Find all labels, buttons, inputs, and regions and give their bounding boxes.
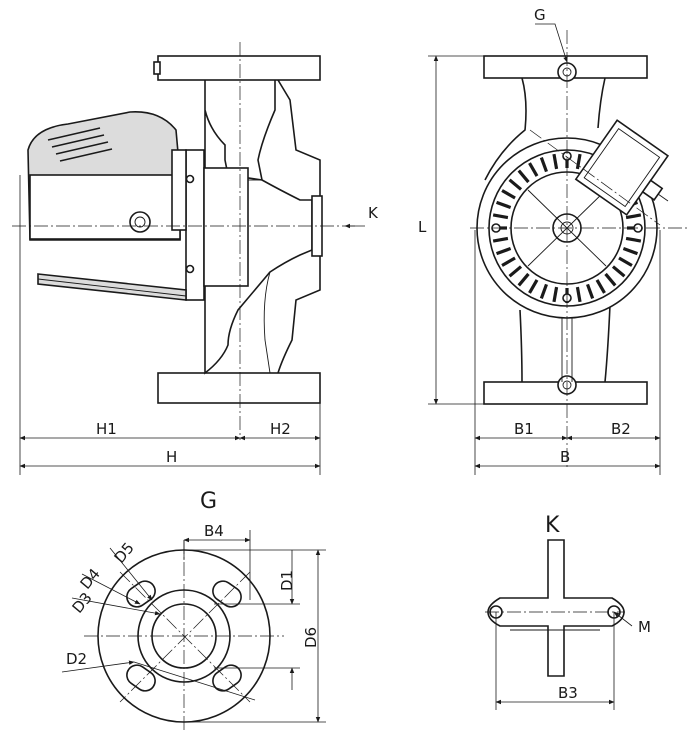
side-vent-slots — [47, 127, 113, 162]
side-motor-can — [203, 167, 249, 287]
label-g-top: G — [534, 6, 546, 24]
side-pump-body-upper-right — [257, 80, 276, 181]
cooling-fin — [528, 279, 539, 294]
front-upper-neck-left — [484, 77, 527, 181]
label-m: M — [638, 618, 651, 636]
side-terminal-box-base — [29, 174, 181, 240]
cross-flange-shape — [487, 539, 625, 677]
cooling-fin — [552, 153, 559, 170]
label-d1: D1 — [278, 570, 296, 591]
side-adapter-plate — [185, 149, 205, 301]
side-view: K H1 H2 H — [12, 42, 379, 475]
side-pump-body-right — [277, 79, 321, 374]
label-d2: D2 — [66, 650, 87, 668]
label-d5: D5 — [111, 539, 138, 567]
side-box-flange — [171, 149, 187, 231]
label-b4: B4 — [204, 522, 224, 540]
cooling-fin — [575, 286, 582, 303]
dim-d2 — [61, 660, 135, 673]
label-d6: D6 — [302, 627, 320, 648]
cooling-fin — [618, 256, 633, 267]
label-b2: B2 — [611, 420, 631, 438]
dim-d3 — [71, 597, 161, 616]
side-pump-body-left — [204, 80, 313, 375]
cooling-fin — [586, 283, 595, 300]
dim-d4 — [81, 573, 141, 605]
cooling-fin — [495, 200, 512, 209]
front-terminal-box — [574, 119, 670, 216]
label-g-flange: G — [200, 489, 217, 514]
cooling-fin — [501, 256, 516, 267]
cooling-fin — [492, 236, 509, 243]
cross-view: K M B3 — [485, 513, 651, 710]
cooling-fin — [604, 272, 617, 287]
cooling-fin — [625, 236, 642, 243]
cooling-fin — [517, 272, 530, 287]
dim-d5 — [109, 547, 153, 601]
side-screw-2 — [185, 264, 195, 274]
cooling-fin — [492, 213, 509, 220]
cooling-fin — [622, 247, 639, 256]
cooling-fin — [539, 283, 548, 300]
side-cable-gland — [129, 211, 151, 233]
cooling-fin — [625, 213, 642, 220]
label-b1: B1 — [514, 420, 534, 438]
cooling-fin — [508, 178, 523, 191]
label-h: H — [166, 448, 177, 466]
cooling-fin — [501, 189, 516, 200]
label-h1: H1 — [96, 420, 117, 438]
side-screw-1 — [185, 174, 195, 184]
side-body-inner — [263, 271, 271, 374]
front-lower-neck-right — [604, 304, 611, 383]
cooling-fin — [552, 286, 559, 303]
m-leader — [613, 611, 633, 627]
cooling-fin — [495, 247, 512, 256]
side-bottom-flange — [157, 372, 321, 404]
label-b: B — [560, 448, 570, 466]
cooling-fin — [575, 153, 582, 170]
label-d4: D4 — [77, 565, 104, 593]
label-h2: H2 — [270, 420, 291, 438]
side-bracket — [37, 273, 187, 301]
cooling-fin — [611, 265, 626, 278]
cooling-fin — [539, 156, 548, 173]
front-upper-neck-right — [597, 77, 606, 129]
cooling-fin — [595, 279, 606, 294]
side-top-flange — [157, 55, 321, 81]
cooling-fin — [528, 162, 539, 177]
label-d3: D3 — [69, 589, 96, 617]
g-leader — [535, 23, 568, 63]
front-lower-neck-left — [519, 309, 523, 383]
front-view: G L B1 B2 B — [418, 6, 690, 475]
label-l: L — [418, 218, 427, 236]
cooling-fin — [517, 169, 530, 184]
label-b3: B3 — [558, 684, 578, 702]
side-top-flange-lug — [153, 61, 161, 75]
flange-view: G B4 D1 D6 D5 D4 — [61, 489, 326, 730]
cooling-fin — [508, 265, 523, 278]
label-k-cross: K — [545, 513, 560, 538]
label-k-side: K — [368, 204, 379, 222]
